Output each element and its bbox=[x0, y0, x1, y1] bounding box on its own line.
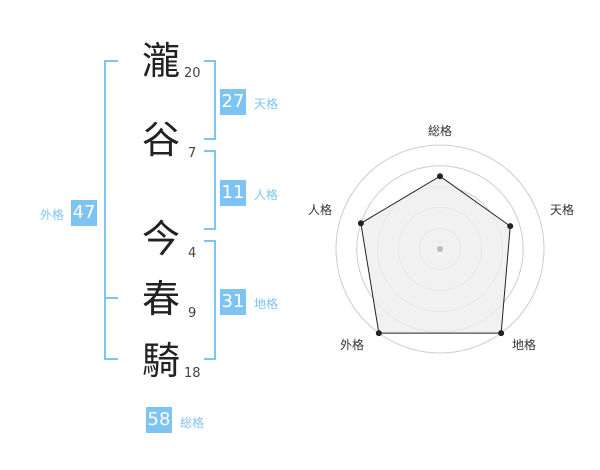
soukaku-label: 総格 bbox=[180, 416, 205, 430]
jinkaku-bracket bbox=[204, 150, 216, 230]
radar-point-4 bbox=[357, 220, 364, 227]
name-char-5: 騎 bbox=[142, 339, 181, 383]
stroke-count-4: 9 bbox=[188, 306, 197, 321]
gaikaku-value: 47 bbox=[71, 200, 97, 226]
name-char-4: 春 bbox=[142, 277, 181, 321]
tenkaku-bracket bbox=[204, 60, 216, 140]
tenkaku-value: 27 bbox=[220, 89, 246, 115]
radar-point-2 bbox=[498, 330, 505, 337]
jinkaku-label: 人格 bbox=[254, 188, 279, 202]
name-char-2: 谷 bbox=[142, 118, 181, 162]
radar-grid-ring-5 bbox=[335, 144, 545, 354]
tenkaku-label: 天格 bbox=[254, 97, 279, 111]
stroke-count-5: 18 bbox=[184, 366, 201, 381]
radar-label-soukaku: 総格 bbox=[428, 124, 453, 138]
soukaku-value: 58 bbox=[146, 407, 172, 433]
radar-label-gaikaku: 外格 bbox=[340, 338, 365, 352]
stroke-count-3: 4 bbox=[188, 246, 197, 261]
radar-point-3 bbox=[375, 330, 382, 337]
gaikaku-label: 外格 bbox=[40, 208, 65, 222]
chikaku-bracket bbox=[204, 240, 216, 360]
jinkaku-value: 11 bbox=[220, 180, 246, 206]
radar-center-dot bbox=[437, 246, 443, 252]
name-char-1: 瀧 bbox=[142, 39, 181, 83]
chikaku-label: 地格 bbox=[254, 297, 279, 311]
chikaku-value: 31 bbox=[220, 289, 246, 315]
radar-polygon bbox=[360, 175, 511, 334]
stroke-count-2: 7 bbox=[188, 146, 197, 161]
gaikaku-bracket bbox=[104, 60, 118, 360]
radar-point-1 bbox=[507, 223, 514, 230]
gaikaku-divider bbox=[104, 297, 118, 299]
radar-label-tenkaku: 天格 bbox=[550, 203, 575, 217]
name-char-3: 今 bbox=[142, 217, 181, 261]
radar-marks bbox=[357, 173, 514, 337]
radar-label-jinkaku: 人格 bbox=[308, 203, 333, 217]
radar-point-0 bbox=[437, 173, 443, 180]
radar-label-chikaku: 地格 bbox=[512, 338, 537, 352]
stroke-count-1: 20 bbox=[184, 66, 201, 81]
